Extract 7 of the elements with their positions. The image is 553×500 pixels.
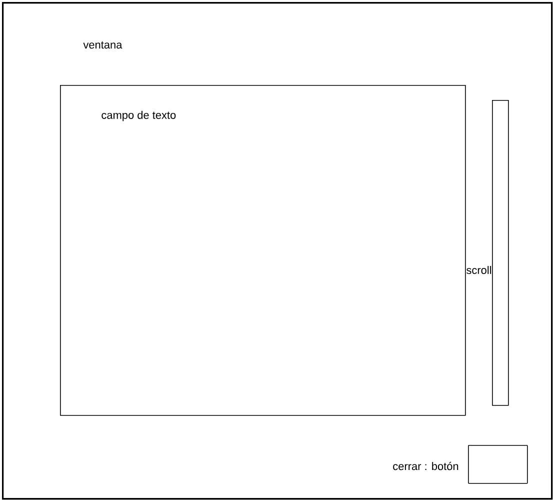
field-label: campo de texto [102,110,176,122]
scrollbar [492,100,509,406]
button-box [468,445,528,484]
scrollbar-label: scroll [466,266,492,274]
button-label: cerrar : botón [393,462,458,470]
window-title: ventana [83,41,122,49]
text-field [60,85,466,416]
